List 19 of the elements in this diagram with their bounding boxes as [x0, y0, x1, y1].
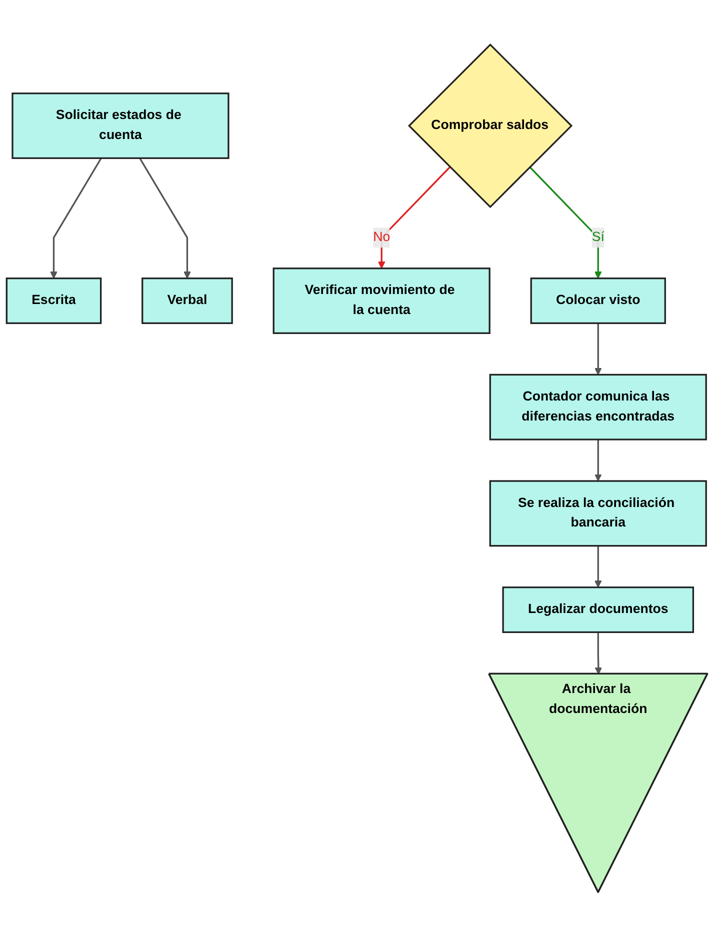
node-box: Contador comunica las diferencias encontradas [489, 373, 707, 440]
node-box: Se realiza la conciliación bancaria [489, 480, 707, 546]
node-box: Solicitar estados de cuenta [12, 92, 230, 159]
node-box: Escrita [6, 277, 102, 324]
node-diamond: Comprobar saldos [408, 43, 573, 208]
arrow [594, 439, 602, 481]
arrow [594, 545, 602, 588]
arrow [529, 166, 602, 278]
edge-label: No [373, 230, 390, 244]
arrow [139, 157, 191, 278]
arrow [50, 157, 102, 278]
node-box: Colocar visto [530, 277, 666, 324]
arrow [594, 632, 602, 674]
node-box: Legalizar documentos [502, 586, 694, 633]
arrow [378, 166, 451, 268]
edge-label: Sí [592, 230, 604, 244]
node-box: Verificar movimiento de la cuenta [272, 267, 490, 334]
arrow [594, 322, 602, 375]
node-box: Verbal [142, 277, 233, 324]
